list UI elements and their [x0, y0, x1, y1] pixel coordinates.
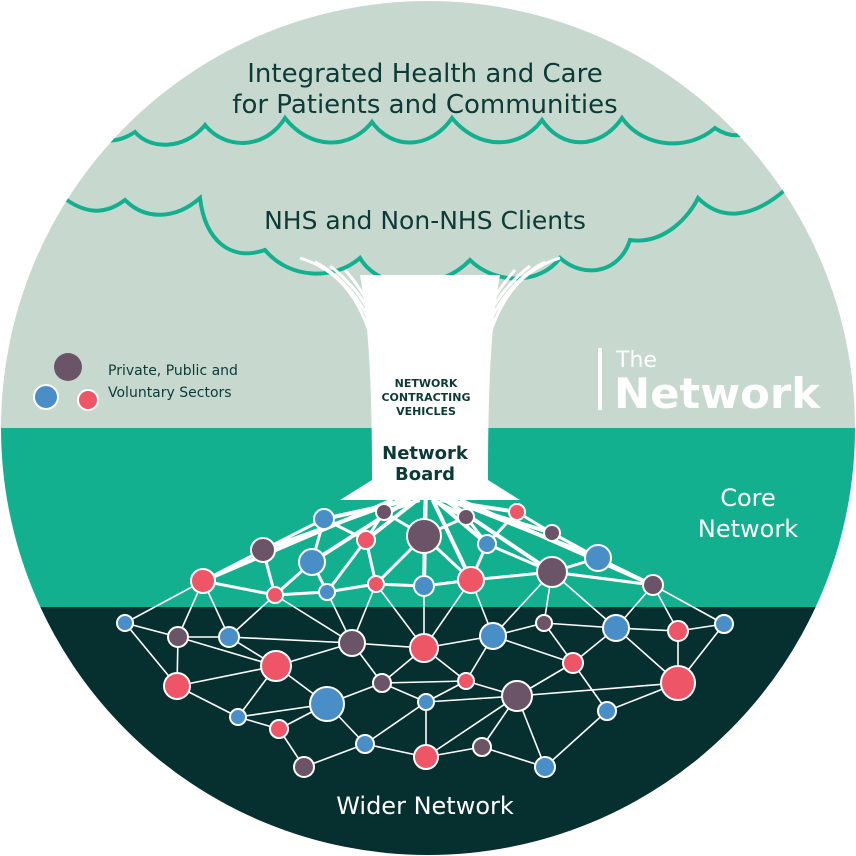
network-node [318, 583, 336, 601]
network-node [338, 629, 366, 657]
network-edge [364, 701, 427, 745]
network-node [584, 544, 612, 572]
network-edge [274, 594, 353, 644]
network-node [116, 614, 134, 632]
legend-line-1: Private, Public and [108, 363, 238, 379]
network-node [356, 530, 376, 550]
core-network-line-1: Core [720, 484, 776, 512]
network-node [167, 626, 189, 648]
network-edge [652, 584, 725, 625]
network-edge [516, 682, 679, 697]
trunk-fibers [299, 256, 561, 356]
network-node [543, 524, 561, 542]
network-node [536, 556, 568, 588]
title-line-1: Integrated Health and Care [247, 59, 602, 89]
network-node [298, 548, 326, 576]
legend-dot-blue [33, 384, 59, 410]
network-node [260, 650, 292, 682]
network-edge [381, 680, 467, 684]
network-node [597, 701, 617, 721]
network-edge [325, 539, 368, 593]
contracting-line-1: NETWORK [395, 377, 458, 390]
network-node [642, 574, 664, 596]
network-edge [177, 636, 277, 667]
network-node [367, 575, 385, 593]
network-node [218, 626, 240, 648]
network-node [355, 734, 375, 754]
clients-label: NHS and Non-NHS Clients [264, 206, 586, 235]
network-node [457, 672, 475, 690]
legend-line-2: Voluntary Sectors [108, 385, 232, 401]
network-node [562, 652, 584, 674]
network-edge [492, 635, 574, 664]
cloud-upper-outline [73, 114, 774, 147]
contracting-line-2: CONTRACTING [381, 391, 470, 404]
network-node [309, 686, 345, 722]
network-node [479, 622, 507, 650]
board-line-2: Board [395, 464, 455, 485]
network-node [417, 693, 435, 711]
network-node [413, 744, 439, 770]
network-edge [228, 636, 353, 644]
logo-large-text: Network [614, 369, 821, 418]
network-node [266, 586, 284, 604]
logo-divider [598, 348, 602, 410]
network-node [534, 756, 556, 778]
network-node [413, 575, 435, 597]
network-node [406, 518, 442, 554]
legend-dot-red [77, 389, 99, 411]
network-edge [544, 710, 608, 768]
wider-network-label: Wider Network [336, 792, 514, 820]
network-node [457, 566, 485, 594]
network-edge [176, 665, 277, 687]
network-node [269, 719, 289, 739]
network-node [667, 620, 689, 642]
network-edge [551, 570, 654, 587]
network-node [293, 756, 315, 778]
network-node [660, 665, 696, 701]
network-node [190, 568, 216, 594]
network-node [313, 508, 335, 530]
network-node [508, 503, 526, 521]
network-node [535, 614, 553, 632]
network-node [714, 614, 734, 634]
network-node [602, 614, 630, 642]
network-nodes [116, 503, 734, 778]
title-line-2: for Patients and Communities [232, 90, 617, 120]
network-node [163, 672, 191, 700]
legend-dot-purple [54, 353, 82, 381]
root-line [364, 498, 419, 542]
network-node [477, 534, 497, 554]
network-node [229, 708, 247, 726]
network-edge [124, 580, 204, 624]
logo-small-text: The [615, 348, 657, 373]
core-network-line-2: Network [698, 515, 798, 543]
network-node [409, 633, 439, 663]
network-edge [425, 695, 518, 758]
network-node [457, 508, 475, 526]
board-line-1: Network [382, 443, 469, 464]
network-node [375, 503, 393, 521]
network-node [250, 537, 276, 563]
contracting-line-3: VEHICLES [396, 405, 456, 418]
network-node [472, 737, 492, 757]
network-edge [481, 746, 546, 768]
network-node [501, 680, 533, 712]
root-line [430, 499, 473, 581]
network-node [372, 673, 392, 693]
root-line [202, 498, 394, 583]
